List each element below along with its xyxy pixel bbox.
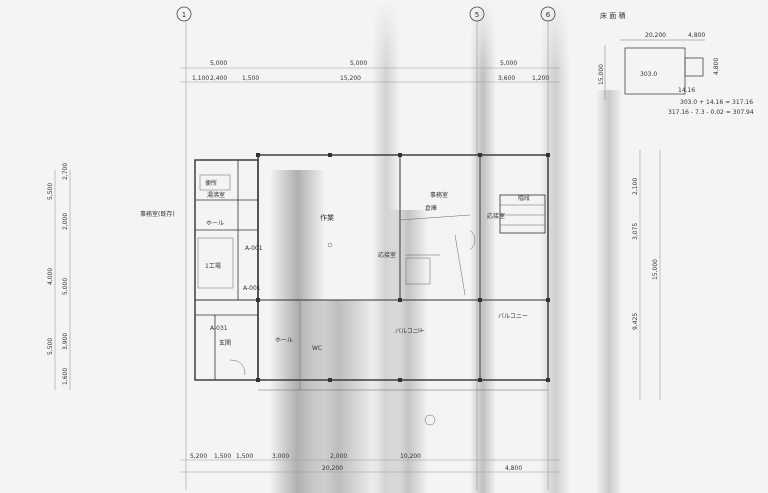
svg-text:15,000: 15,000 — [652, 259, 659, 280]
grid-lines — [54, 20, 661, 490]
room-label: 事務室 — [430, 191, 448, 199]
room-label: A-031 — [210, 325, 228, 332]
svg-text:317.16 - 7.3 - 0.02 = 307.94: 317.16 - 7.3 - 0.02 = 307.94 — [668, 109, 754, 116]
svg-text:15,200: 15,200 — [340, 75, 361, 82]
svg-text:1,100: 1,100 — [192, 75, 209, 82]
room-label: 玄関 — [219, 339, 231, 347]
area-inset: 20,200 4,800 15,000 4,800 303.0 14.16 30… — [598, 32, 754, 116]
grid-marker-6: 6 — [540, 6, 556, 22]
room-label: WC — [312, 345, 322, 352]
grid-marker-1: 1 — [176, 6, 192, 22]
svg-text:2,100: 2,100 — [632, 178, 639, 195]
svg-text:2,700: 2,700 — [62, 163, 69, 180]
room-labels: 便所 湯沸室 ホール A-001 A-001 1工場 A-031 玄関 事務室(… — [140, 179, 530, 352]
svg-text:1,600: 1,600 — [62, 368, 69, 385]
svg-text:9,425: 9,425 — [632, 313, 639, 330]
room-label: 作業 — [320, 213, 334, 222]
svg-text:6: 6 — [546, 11, 551, 19]
svg-text:5: 5 — [475, 11, 479, 19]
room-label: ホール — [206, 220, 224, 227]
svg-text:5,000: 5,000 — [62, 278, 69, 295]
room-label: 倉庫 — [425, 204, 437, 212]
left-dimensions: 5,500 4,000 5,500 2,700 2,000 5,000 3,90… — [47, 163, 69, 385]
room-label: A-001 — [245, 245, 263, 252]
column-markers — [256, 153, 550, 382]
room-label: 応接室 — [378, 251, 396, 259]
svg-text:5,000: 5,000 — [350, 60, 367, 67]
svg-text:2,000: 2,000 — [330, 453, 347, 460]
svg-text:5,500: 5,500 — [47, 338, 54, 355]
svg-text:5,500: 5,500 — [47, 183, 54, 200]
svg-text:1,500: 1,500 — [214, 453, 231, 460]
grid-marker-5: 5 — [469, 6, 485, 22]
svg-text:4,800: 4,800 — [688, 32, 705, 39]
room-label: 湯沸室 — [207, 191, 225, 199]
svg-text:303.0: 303.0 — [640, 71, 657, 78]
svg-text:15,000: 15,000 — [598, 64, 605, 85]
svg-text:1,200: 1,200 — [532, 75, 549, 82]
svg-text:3,900: 3,900 — [62, 333, 69, 350]
svg-text:5,000: 5,000 — [210, 60, 227, 67]
top-dimensions: 5,000 5,000 5,000 15,200 1,100 2,400 1,5… — [192, 60, 549, 82]
room-label: A-001 — [243, 285, 261, 292]
room-label: 応接室 — [487, 212, 505, 220]
svg-text:14.16: 14.16 — [678, 87, 695, 94]
scan-smears — [270, 0, 622, 493]
building-walls — [194, 154, 549, 381]
bottom-dimensions: 5,200 1,500 1,500 3,000 2,000 10,200 20,… — [190, 453, 522, 472]
svg-text:303.0 + 14.16 = 317.16: 303.0 + 14.16 = 317.16 — [680, 99, 753, 106]
room-label: 階段 — [518, 194, 530, 202]
svg-text:20,200: 20,200 — [322, 465, 343, 472]
svg-text:3,075: 3,075 — [632, 223, 639, 240]
room-label: 1工場 — [205, 262, 221, 270]
svg-text:3,600: 3,600 — [498, 75, 515, 82]
room-label: 便所 — [205, 179, 217, 187]
area-title: 床 面 積 — [600, 11, 625, 20]
svg-text:1,500: 1,500 — [242, 75, 259, 82]
svg-text:2,400: 2,400 — [210, 75, 227, 82]
svg-text:4,000: 4,000 — [47, 268, 54, 285]
room-label: バルコニー — [395, 328, 425, 335]
svg-text:2,000: 2,000 — [62, 213, 69, 230]
right-dimensions: 2,100 3,075 9,425 15,000 — [632, 178, 659, 330]
room-label: 事務室(既存) — [140, 210, 175, 218]
svg-text:20,200: 20,200 — [645, 32, 666, 39]
svg-text:4,800: 4,800 — [505, 465, 522, 472]
svg-text:5,000: 5,000 — [500, 60, 517, 67]
svg-text:3,000: 3,000 — [272, 453, 289, 460]
svg-text:1: 1 — [182, 11, 186, 19]
svg-text:4,800: 4,800 — [713, 58, 720, 75]
svg-text:1,500: 1,500 — [236, 453, 253, 460]
svg-text:10,200: 10,200 — [400, 453, 421, 460]
room-label: バルコニー — [498, 313, 528, 320]
interior-details — [197, 174, 548, 426]
svg-text:5,200: 5,200 — [190, 453, 207, 460]
room-label: ホール — [275, 337, 293, 344]
